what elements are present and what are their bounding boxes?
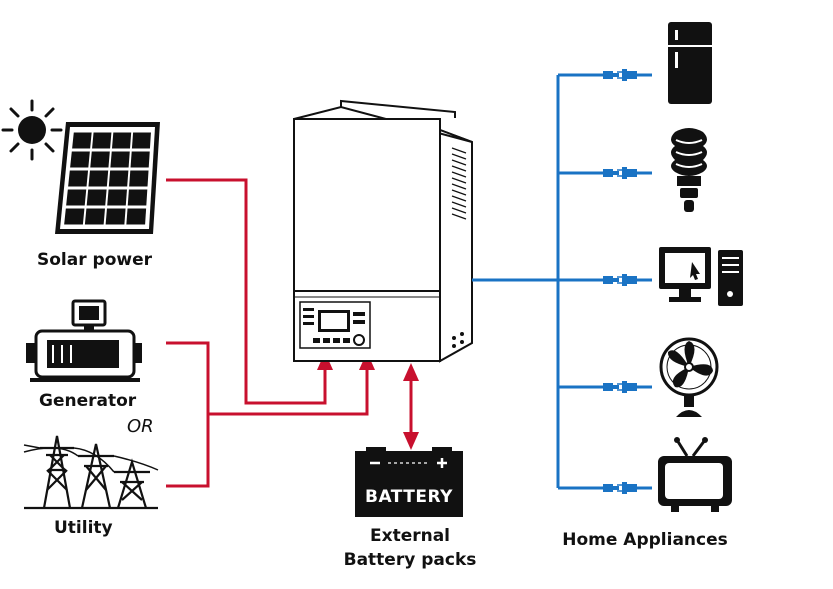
plug-icon xyxy=(603,482,652,494)
solar-cell xyxy=(84,208,105,225)
solar-cell xyxy=(129,170,149,187)
solar-cell xyxy=(130,151,150,168)
utility-label: Utility xyxy=(54,518,113,538)
vent-slot xyxy=(451,183,467,190)
solar-cell xyxy=(66,189,87,206)
solar-cell xyxy=(64,208,85,225)
solar-cell xyxy=(111,132,132,149)
solar-cell xyxy=(72,132,92,149)
power-pylon-icon xyxy=(23,435,159,510)
solar-cell xyxy=(70,151,90,168)
generator-icon xyxy=(26,299,142,382)
vent-slot xyxy=(451,147,467,154)
input-wires xyxy=(166,178,413,488)
solar-cell xyxy=(92,132,112,149)
vent-slot xyxy=(451,201,467,208)
vent-slot xyxy=(451,189,467,196)
battery-icon: BATTERY xyxy=(355,447,463,517)
plug-icon xyxy=(603,69,652,81)
tv-icon xyxy=(658,437,732,512)
solar-panel-icon xyxy=(55,122,160,234)
solar-cell xyxy=(126,208,147,225)
inverter-icon xyxy=(293,99,473,363)
vent-slot xyxy=(451,195,467,202)
output-wires xyxy=(472,73,604,490)
solar-cell xyxy=(110,151,130,168)
solar-cell xyxy=(108,170,129,187)
vent-slot xyxy=(451,153,467,160)
vent-slot xyxy=(451,213,467,220)
battery-caption-line1: External xyxy=(370,526,450,546)
home-appliances-label: Home Appliances xyxy=(562,530,728,550)
vent-slot xyxy=(451,159,467,166)
computer-icon xyxy=(659,247,743,306)
refrigerator-icon xyxy=(668,22,712,104)
solar-cell xyxy=(88,170,109,187)
battery-box-label: BATTERY xyxy=(365,487,453,507)
solar-cell xyxy=(90,151,110,168)
plug-icon xyxy=(603,274,652,286)
fan-icon xyxy=(659,337,719,417)
light-bulb-icon xyxy=(671,128,707,212)
or-label: OR xyxy=(127,416,154,437)
solar-cell xyxy=(68,170,89,187)
plug-icon xyxy=(603,167,652,179)
plug-group xyxy=(603,69,652,494)
battery-caption-line2: Battery packs xyxy=(344,550,477,570)
solar-cell xyxy=(127,189,148,206)
plug-icon xyxy=(603,381,652,393)
sun-icon xyxy=(1,99,63,161)
solar-cell xyxy=(107,189,127,206)
vent-slot xyxy=(451,165,467,172)
vent-slot xyxy=(451,177,467,184)
generator-label: Generator xyxy=(39,391,137,411)
solar-cell xyxy=(86,189,107,206)
solar-power-label: Solar power xyxy=(37,250,153,270)
vent-slot xyxy=(451,207,467,214)
solar-cell xyxy=(105,208,126,225)
vent-slot xyxy=(451,171,467,178)
solar-cell xyxy=(131,132,151,149)
